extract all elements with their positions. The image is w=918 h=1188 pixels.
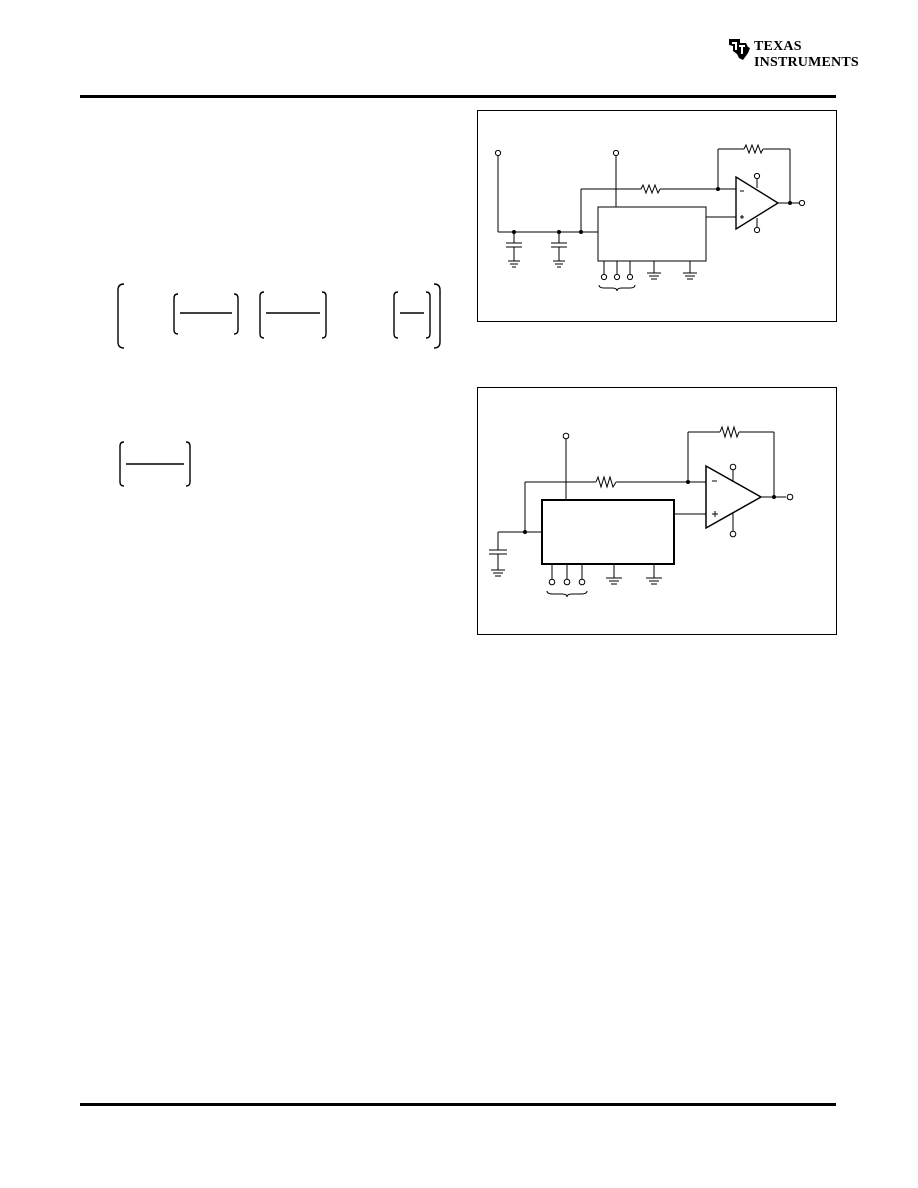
ti-logo: TEXAS INSTRUMENTS [726, 34, 859, 76]
op-amp-1 [735, 175, 780, 231]
pin-brace-1 [598, 284, 636, 292]
equation-2-bracket-right [185, 441, 191, 487]
supply-terminal-2 [562, 432, 570, 440]
equation-1-bracket-b-right [321, 291, 327, 339]
output-terminal-1 [798, 199, 806, 207]
reference-box-1 [597, 206, 707, 262]
resistor-1 [640, 183, 661, 195]
figure-2-schematic [489, 425, 794, 598]
figure-1 [477, 110, 837, 322]
input-terminal-1 [494, 149, 502, 157]
equation-1-right-paren [433, 283, 441, 349]
equation-1-left-paren [117, 283, 125, 349]
resistor-2-feedback [743, 143, 764, 155]
supply-terminal-1 [612, 149, 620, 157]
equation-1-bracket-c-right [425, 291, 431, 339]
resistor-4-feedback [719, 425, 740, 439]
equation-2-bracket-left [119, 441, 125, 487]
logo-line1: TEXAS [754, 39, 802, 54]
reference-box-2 [541, 499, 675, 565]
equation-1-bracket-a-right [233, 293, 239, 335]
pin-brace-2 [546, 590, 588, 598]
footer-rule [80, 1103, 836, 1106]
equation-1-bracket-a-left [173, 293, 179, 335]
figure-2 [477, 387, 837, 635]
figure-1-schematic [494, 143, 806, 292]
equation-2 [119, 441, 191, 487]
resistor-3 [595, 475, 617, 489]
equation-1 [117, 283, 441, 349]
header-rule [80, 95, 836, 98]
equation-1-bracket-c-left [393, 291, 399, 339]
logo-line2: INSTRUMENTS [754, 55, 859, 70]
ti-state-logo-icon [729, 39, 750, 60]
equation-1-bracket-b-left [259, 291, 265, 339]
output-terminal-2 [786, 493, 794, 501]
